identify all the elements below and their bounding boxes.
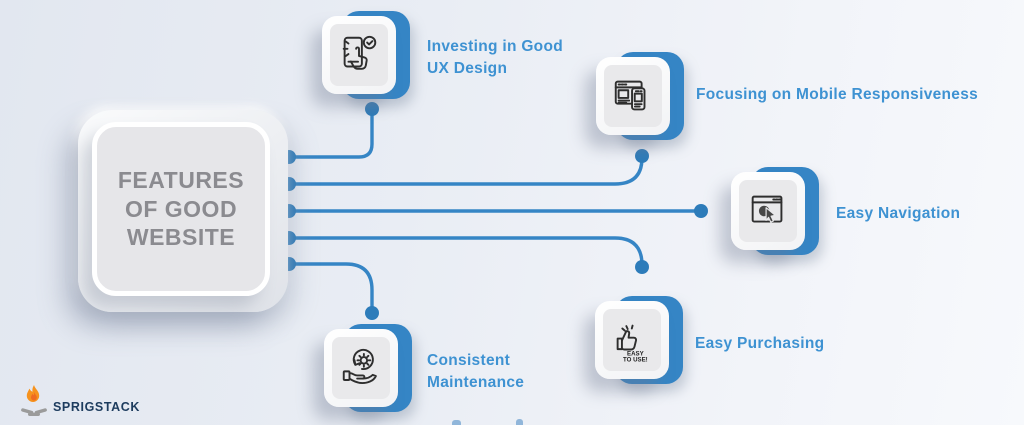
tile-card [324, 329, 398, 407]
label-easy-purchasing: Easy Purchasing [695, 335, 825, 352]
node-ux-design [322, 11, 410, 99]
connector-dot [635, 149, 649, 163]
connector-consistent-maintenance [289, 262, 374, 313]
sprigstack-logo: SPRIGSTACK [20, 384, 140, 418]
node-easy-navigation [731, 167, 819, 255]
connector-ux-design [287, 109, 374, 159]
page-title: FEATURES OF GOOD WEBSITE [117, 166, 245, 251]
responsive-devices-icon [604, 65, 662, 127]
tap-check-icon [330, 24, 388, 86]
node-consistent-maintenance [324, 324, 412, 412]
tile-card [731, 172, 805, 250]
connector-dot [635, 260, 649, 274]
cropped-text-remnant [452, 420, 461, 425]
connector-dot [694, 204, 708, 218]
node-mobile-responsiveness [596, 52, 684, 140]
thumbs-up-icon: EASY TO USE! [603, 309, 661, 371]
sprigstack-logo-text: SPRIGSTACK [53, 400, 141, 414]
connector-dot [365, 306, 379, 320]
center-card-inner: FEATURES OF GOOD WEBSITE [92, 122, 270, 296]
connector-mobile-responsiveness [289, 156, 644, 186]
icon-caption-line2: TO USE! [623, 357, 648, 364]
tile-card: EASY TO USE! [595, 301, 669, 379]
label-ux-design: Investing in Good UX Design [427, 38, 563, 78]
tile-card [596, 57, 670, 135]
icon-caption-line1: EASY [627, 350, 644, 357]
connector-easy-purchasing [289, 236, 644, 267]
gear-hand-icon [332, 337, 390, 399]
label-consistent-maintenance: Consistent Maintenance [427, 352, 525, 392]
node-easy-purchasing: EASY TO USE! [595, 296, 683, 384]
tile-card [322, 16, 396, 94]
cropped-text-remnant [516, 419, 523, 425]
sprigstack-flame-icon [21, 385, 47, 416]
browser-cursor-icon [739, 180, 797, 242]
label-easy-navigation: Easy Navigation [836, 205, 961, 222]
connector-dot [365, 102, 379, 116]
label-mobile-responsiveness: Focusing on Mobile Responsiveness [696, 86, 979, 103]
center-card: FEATURES OF GOOD WEBSITE [78, 110, 288, 312]
